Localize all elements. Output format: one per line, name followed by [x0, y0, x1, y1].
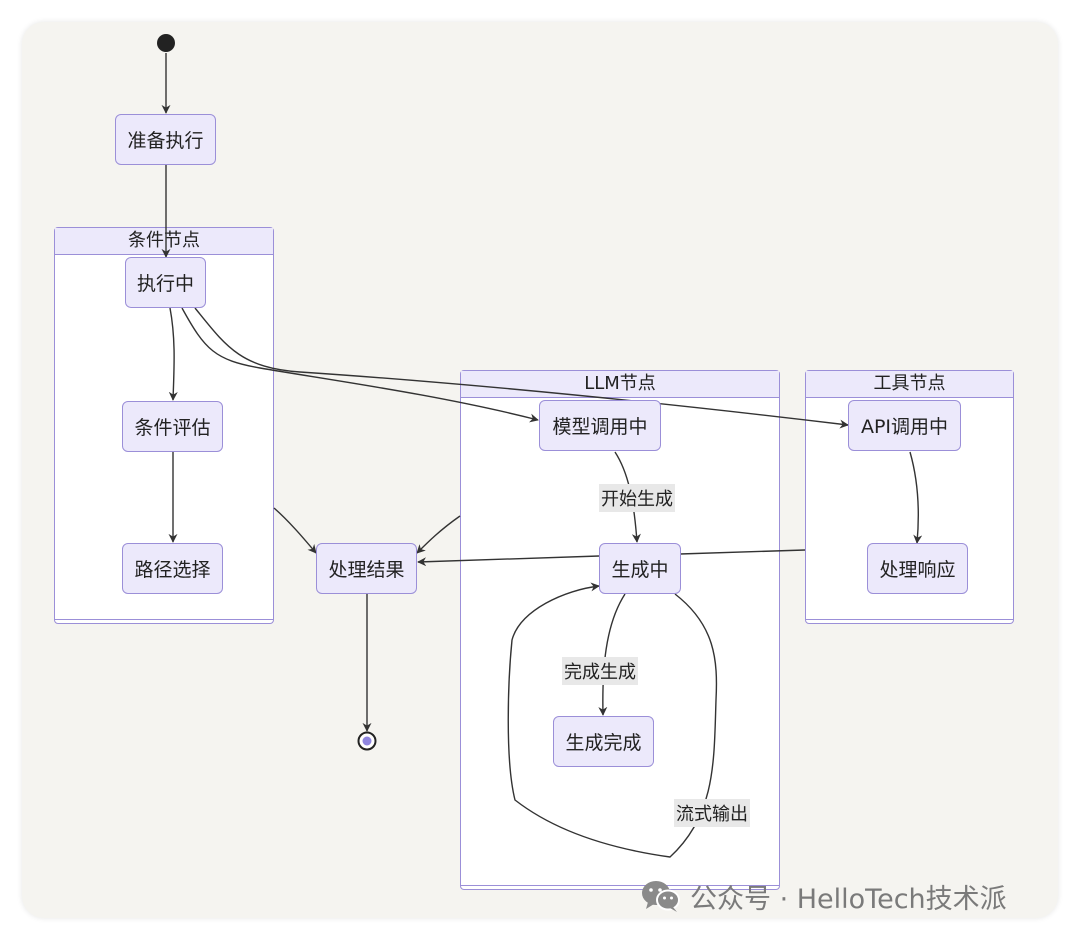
node-handle-response: 处理响应	[867, 543, 968, 594]
group-footer-line	[461, 885, 779, 886]
node-executing: 执行中	[125, 257, 206, 308]
edge-generating-stream-loop	[507, 582, 718, 858]
watermark: 公众号 · HelloTech技术派	[640, 876, 1007, 916]
wechat-icon	[642, 881, 680, 912]
edge-generating-to-done	[598, 593, 626, 716]
node-prepare-execution: 准备执行	[115, 114, 216, 165]
edge-label-stream-output: 流式输出	[674, 799, 750, 827]
end-state-inner	[362, 736, 372, 746]
group-title: LLM节点	[461, 371, 779, 398]
node-model-calling: 模型调用中	[539, 400, 661, 451]
node-route-select: 路径选择	[122, 543, 223, 594]
edge-condition-to-result	[273, 507, 317, 554]
edge-api-to-handle	[909, 451, 923, 544]
group-title: 工具节点	[806, 371, 1013, 398]
edge-generating-to-result	[417, 555, 600, 567]
node-condition-evaluate: 条件评估	[122, 401, 223, 452]
group-footer-line	[806, 619, 1013, 620]
node-generation-complete: 生成完成	[553, 716, 654, 767]
node-generating: 生成中	[599, 543, 681, 594]
edge-label-start-generation: 开始生成	[599, 484, 675, 512]
edge-label-finish-generation: 完成生成	[562, 657, 638, 685]
group-footer-line	[55, 619, 273, 620]
node-api-calling: API调用中	[848, 400, 961, 451]
edge-executing-to-model	[181, 307, 539, 423]
watermark-text: 公众号 · HelloTech技术派	[690, 883, 1007, 915]
edge-tool-to-generating	[679, 549, 806, 555]
edge-executing-to-evaluate	[168, 307, 178, 401]
start-state-dot	[157, 34, 175, 52]
edge-executing-to-api	[194, 307, 849, 429]
node-process-result: 处理结果	[316, 543, 417, 594]
edge-llm-to-result	[416, 515, 461, 554]
